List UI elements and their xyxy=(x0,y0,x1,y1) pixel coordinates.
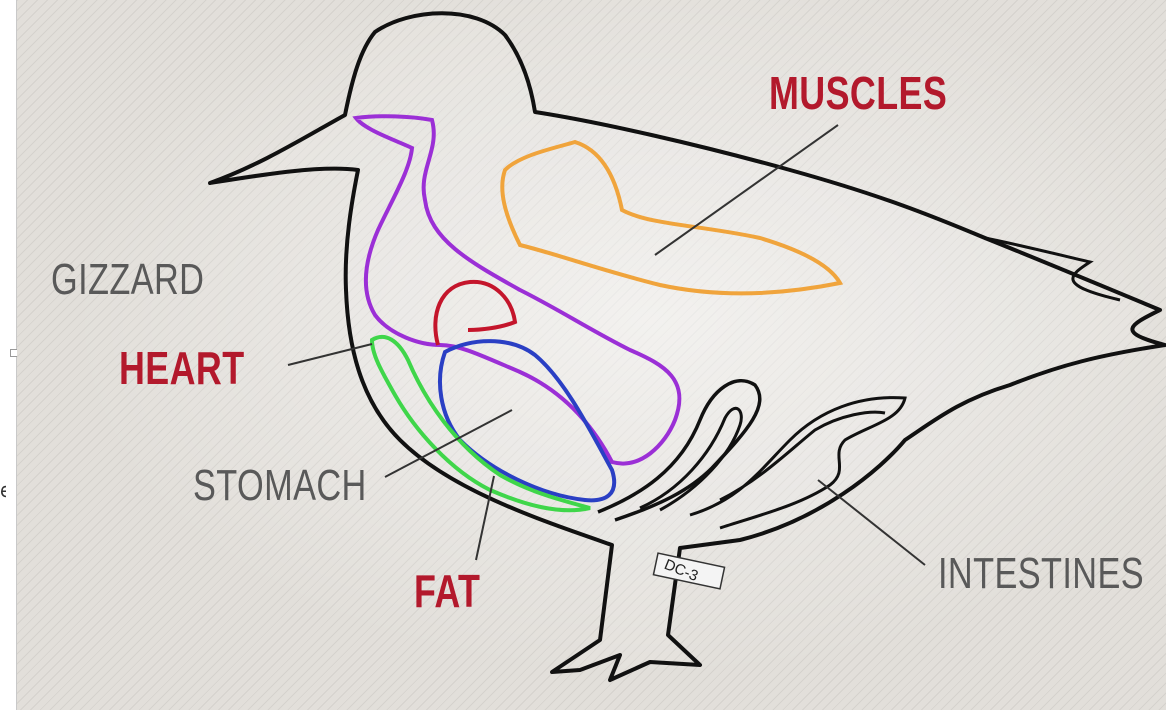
clipped-text: e xyxy=(0,478,6,502)
bird-anatomy-diagram: DC-3 GIZZARD HEART STOMACH FAT MUSCLES I… xyxy=(17,0,1166,710)
fat-label: FAT xyxy=(414,564,480,618)
gizzard-label: GIZZARD xyxy=(51,255,204,305)
intestines-leader-line xyxy=(818,480,925,565)
intestines-label: INTESTINES xyxy=(938,549,1144,599)
heart-label: HEART xyxy=(119,341,245,395)
muscles-label: MUSCLES xyxy=(769,66,947,120)
stomach-label: STOMACH xyxy=(193,461,367,511)
left-panel-strip: e xyxy=(0,0,17,710)
